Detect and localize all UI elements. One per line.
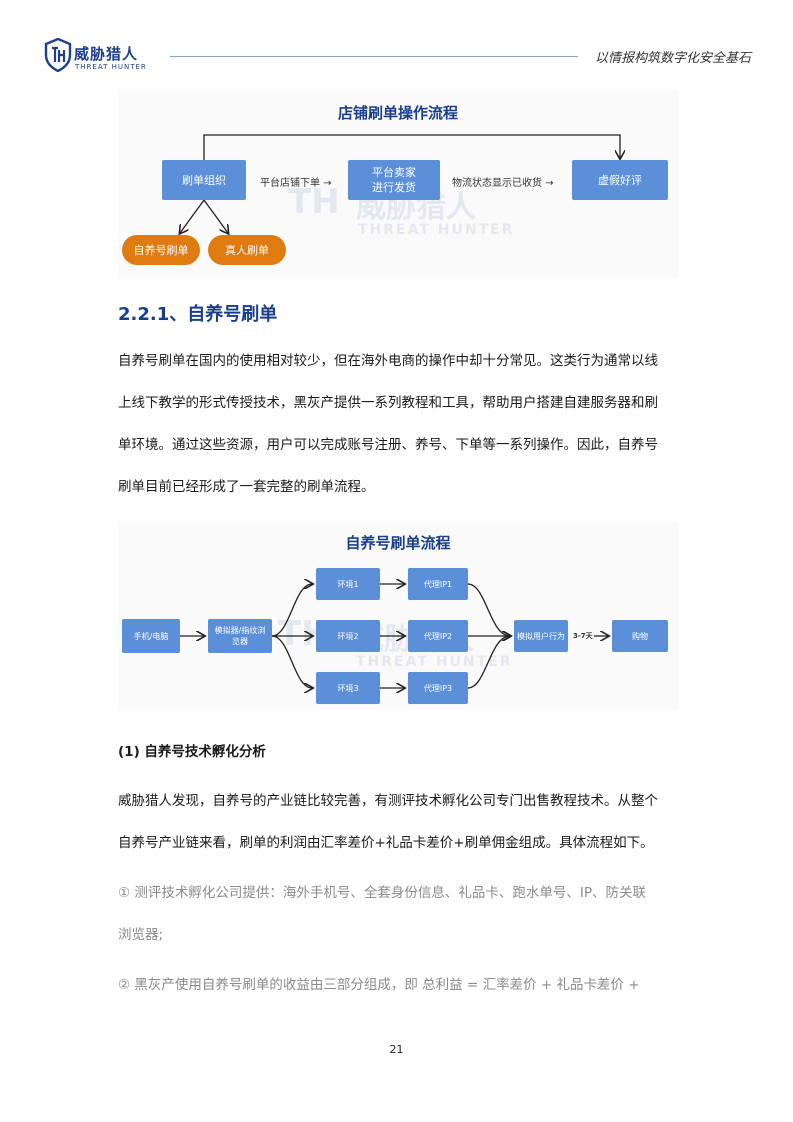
paragraph-line: 单环境。通过这些资源，用户可以完成账号注册、养号、下单等一系列操作。因此，自养号 (118, 437, 658, 453)
paragraph-line: 刷单目前已经形成了一套完整的刷单流程。 (118, 479, 375, 495)
flowchart-2-title: 自养号刷单流程 (345, 534, 451, 552)
header-tagline: 以情报构筑数字化安全基石 (594, 51, 751, 66)
paragraph-line: 自养号产业链来看，刷单的利润由汇率差价+礼品卡差价+刷单佣金组成。具体流程如下。 (118, 835, 654, 851)
node-proxy-ip-3: 代理IP3 (408, 672, 468, 704)
node-env-2: 环境2 (316, 620, 380, 652)
node-seller-line1: 平台卖家 (372, 166, 416, 179)
list-item-2: ② 黑灰产使用自养号刷单的收益由三部分组成，即 总利益 = 汇率差价 + 礼品卡… (118, 964, 678, 1006)
paragraph-line: 自养号刷单在国内的使用相对较少，但在海外电商的操作中却十分常见。这类行为通常以线 (118, 353, 658, 369)
node-seller-ship: 平台卖家 进行发货 (348, 160, 440, 200)
section-heading: 2.2.1、自养号刷单 (118, 304, 278, 325)
flowchart-2-connectors (180, 522, 678, 710)
analysis-paragraph: 威胁猎人发现，自养号的产业链比较完善，有测评技术孵化公司专门出售教程技术。从整个… (118, 780, 678, 864)
node-browser: 模拟器/指纹浏览器 (208, 619, 272, 653)
flowchart-1-title: 店铺刷单操作流程 (337, 104, 458, 122)
paragraph-line: 威胁猎人发现，自养号的产业链比较完善，有测评技术孵化公司专门出售教程技术。从整个 (118, 793, 658, 809)
shield-logo-icon (44, 38, 72, 72)
node-real-person: 真人刷单 (208, 235, 286, 265)
store-brushing-flowchart: TH 威胁猎人 THREAT HUNTER 店铺刷单操作流程 刷单组织 平台店铺… (118, 90, 678, 278)
section-paragraph: 自养号刷单在国内的使用相对较少，但在海外电商的操作中却十分常见。这类行为通常以线… (118, 340, 678, 508)
node-env-1: 环境1 (316, 568, 380, 600)
analysis-heading: (1) 自养号技术孵化分析 (118, 744, 266, 760)
edge-label-days: 3-7天 (573, 632, 593, 640)
self-account-flowchart: TH 威胁猎人 THREAT HUNTER 自养号刷单流程 手机/电脑 模拟器/… (118, 522, 678, 710)
threat-hunter-logo: 威胁猎人 THREAT HUNTER (44, 38, 164, 78)
node-device: 手机/电脑 (122, 619, 180, 653)
node-brushing-org: 刷单组织 (162, 160, 246, 200)
node-purchase: 购物 (612, 620, 668, 652)
flowchart-1-connectors (118, 134, 678, 278)
edge-label-store-order: 平台店铺下单 → (260, 178, 332, 189)
page-number: 21 (389, 1043, 404, 1056)
list-item-line: ② 黑灰产使用自养号刷单的收益由三部分组成，即 总利益 = 汇率差价 + 礼品卡… (118, 977, 640, 993)
paragraph-line: 上线下教学的形式传授技术，黑灰产提供一系列教程和工具，帮助用户搭建自建服务器和刷 (118, 395, 658, 411)
header-divider (170, 56, 578, 57)
node-self-account: 自养号刷单 (122, 235, 200, 265)
node-env-3: 环境3 (316, 672, 380, 704)
node-proxy-ip-1: 代理IP1 (408, 568, 468, 600)
node-fake-review: 虚假好评 (572, 160, 668, 200)
logo-chinese-name: 威胁猎人 (74, 45, 139, 63)
edge-label-logistics: 物流状态显示已收货 → (452, 178, 554, 189)
list-item-line: 浏览器; (118, 927, 164, 943)
list-item-1: ① 测评技术孵化公司提供：海外手机号、全套身份信息、礼品卡、跑水单号、IP、防关… (118, 872, 678, 956)
list-item-line: ① 测评技术孵化公司提供：海外手机号、全套身份信息、礼品卡、跑水单号、IP、防关… (118, 885, 647, 901)
node-seller-line2: 进行发货 (372, 181, 416, 194)
logo-english-name: THREAT HUNTER (75, 63, 147, 71)
node-proxy-ip-2: 代理IP2 (408, 620, 468, 652)
node-simulate-behavior: 模拟用户行为 (514, 620, 568, 652)
